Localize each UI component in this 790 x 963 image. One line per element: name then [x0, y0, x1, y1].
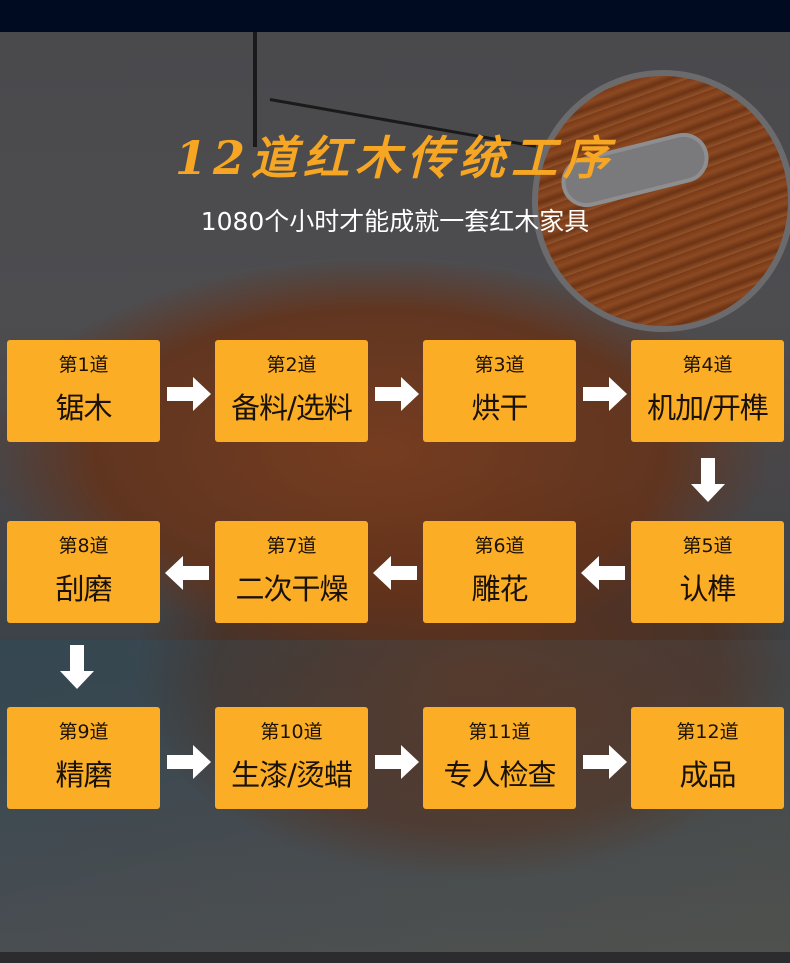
step-box-10: 第10道生漆/烫蜡: [215, 707, 368, 809]
step-name: 二次干燥: [235, 572, 348, 606]
window-frame: [253, 32, 257, 147]
step-number: 第10道: [260, 721, 323, 743]
step-number: 第9道: [58, 721, 109, 743]
step-box-6: 第6道雕花: [423, 521, 576, 623]
step-box-3: 第3道烘干: [423, 340, 576, 442]
step-number: 第11道: [468, 721, 531, 743]
step-number: 第8道: [58, 535, 109, 557]
step-name: 认榫: [679, 572, 736, 606]
arrow-left-icon: [581, 556, 625, 590]
step-box-5: 第5道认榫: [631, 521, 784, 623]
arrow-right-icon: [167, 745, 211, 779]
step-number: 第6道: [474, 535, 525, 557]
step-name: 机加/开榫: [647, 391, 769, 425]
step-box-11: 第11道专人检查: [423, 707, 576, 809]
step-name: 专人检查: [443, 758, 556, 792]
step-name: 备料/选料: [231, 391, 353, 425]
step-box-9: 第9道精磨: [7, 707, 160, 809]
step-box-7: 第7道二次干燥: [215, 521, 368, 623]
arrow-right-icon: [583, 377, 627, 411]
step-name: 锯木: [55, 391, 112, 425]
top-bar: [0, 0, 790, 32]
step-name: 烘干: [471, 391, 528, 425]
arrow-right-icon: [375, 377, 419, 411]
step-number: 第12道: [676, 721, 739, 743]
step-number: 第3道: [474, 354, 525, 376]
arrow-left-icon: [165, 556, 209, 590]
page-title: 12道红木传统工序: [174, 131, 615, 185]
step-name: 刮磨: [55, 572, 112, 606]
step-number: 第5道: [682, 535, 733, 557]
step-number: 第4道: [682, 354, 733, 376]
arrow-right-icon: [167, 377, 211, 411]
step-number: 第7道: [266, 535, 317, 557]
step-box-1: 第1道锯木: [7, 340, 160, 442]
arrow-down-icon: [691, 458, 725, 502]
step-box-2: 第2道备料/选料: [215, 340, 368, 442]
arrow-right-icon: [583, 745, 627, 779]
step-box-12: 第12道成品: [631, 707, 784, 809]
step-number: 第1道: [58, 354, 109, 376]
step-number: 第2道: [266, 354, 317, 376]
step-box-8: 第8道刮磨: [7, 521, 160, 623]
arrow-down-icon: [60, 645, 94, 689]
step-name: 雕花: [471, 572, 528, 606]
arrow-right-icon: [375, 745, 419, 779]
step-box-4: 第4道机加/开榫: [631, 340, 784, 442]
step-name: 成品: [679, 758, 736, 792]
step-name: 生漆/烫蜡: [231, 758, 353, 792]
arrow-left-icon: [373, 556, 417, 590]
page-subtitle: 1080个小时才能成就一套红木家具: [200, 207, 590, 236]
bottom-bar: [0, 952, 790, 963]
step-name: 精磨: [55, 758, 112, 792]
